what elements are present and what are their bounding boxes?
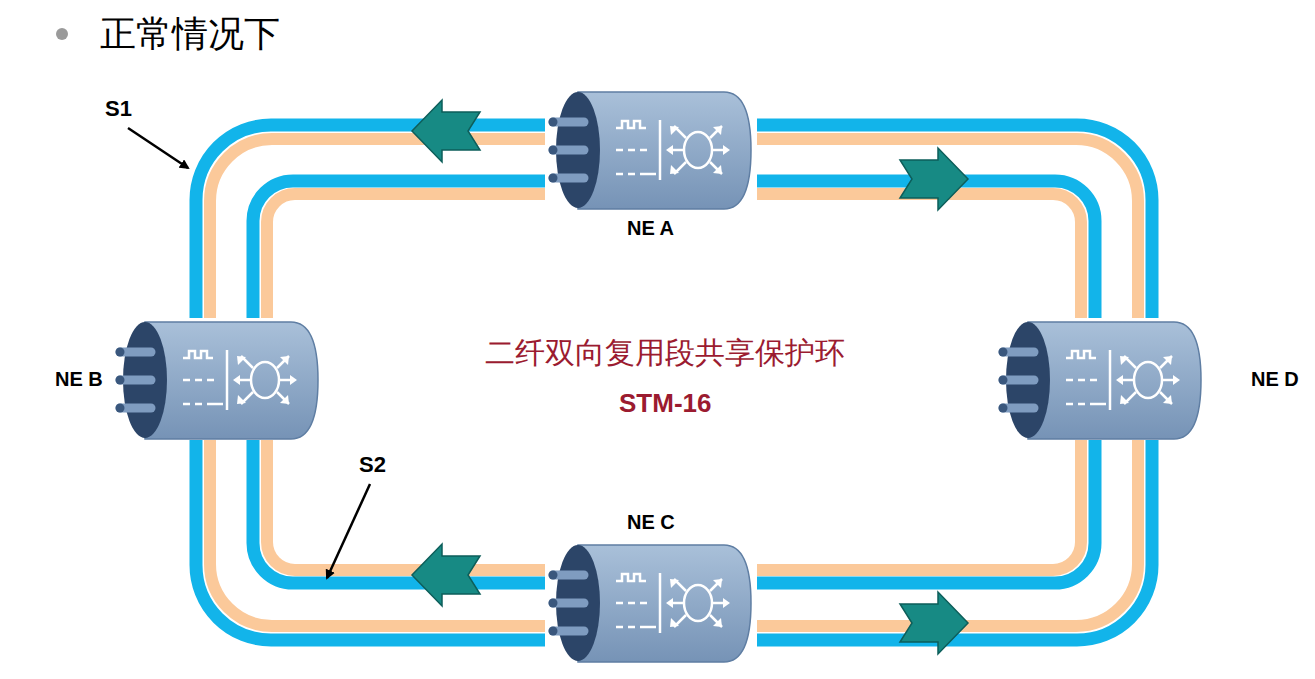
fiber-line bbox=[267, 440, 545, 570]
direction-arrow bbox=[412, 100, 480, 162]
direction-arrow bbox=[900, 592, 968, 654]
fiber-line bbox=[253, 181, 545, 318]
fiber-line bbox=[757, 440, 1081, 570]
leader-line bbox=[128, 128, 188, 168]
ring-title: 二纤双向复用段共享保护环 bbox=[485, 333, 845, 374]
fiber-line bbox=[210, 440, 545, 626]
network-element: NE D bbox=[998, 318, 1305, 440]
ring-rate: STM-16 bbox=[619, 388, 711, 419]
fiber-span bbox=[196, 125, 545, 318]
network-element: NE A bbox=[545, 88, 757, 248]
callout-label: S1 bbox=[105, 96, 132, 122]
network-element: NE C bbox=[545, 508, 757, 668]
leader-line bbox=[327, 484, 370, 578]
direction-arrow bbox=[900, 148, 968, 210]
ne-device-icon bbox=[998, 318, 1203, 443]
fiber-line bbox=[253, 440, 545, 583]
ne-label: NE C bbox=[627, 510, 675, 534]
fiber-span bbox=[196, 440, 545, 640]
fiber-line bbox=[196, 440, 545, 640]
fiber-line bbox=[757, 440, 1095, 583]
ne-device-icon bbox=[548, 88, 753, 213]
ne-device-icon bbox=[548, 541, 753, 666]
fiber-line bbox=[757, 181, 1095, 318]
fiber-line bbox=[757, 139, 1138, 318]
direction-arrow bbox=[412, 544, 480, 606]
fiber-line bbox=[757, 440, 1138, 626]
slide-title: 正常情况下 bbox=[100, 10, 280, 59]
network-element: NE B bbox=[55, 318, 320, 440]
fiber-line bbox=[757, 194, 1081, 318]
ne-device-icon bbox=[115, 318, 320, 443]
fiber-span bbox=[757, 125, 1152, 318]
callout-label: S2 bbox=[359, 452, 386, 478]
fiber-line bbox=[757, 125, 1152, 318]
fiber-line bbox=[196, 125, 545, 318]
ne-label: NE B bbox=[55, 367, 103, 391]
bullet bbox=[56, 28, 68, 40]
ne-label: NE A bbox=[627, 216, 674, 240]
fiber-line bbox=[267, 194, 545, 318]
fiber-line bbox=[210, 139, 545, 318]
ne-label: NE D bbox=[1251, 367, 1299, 391]
